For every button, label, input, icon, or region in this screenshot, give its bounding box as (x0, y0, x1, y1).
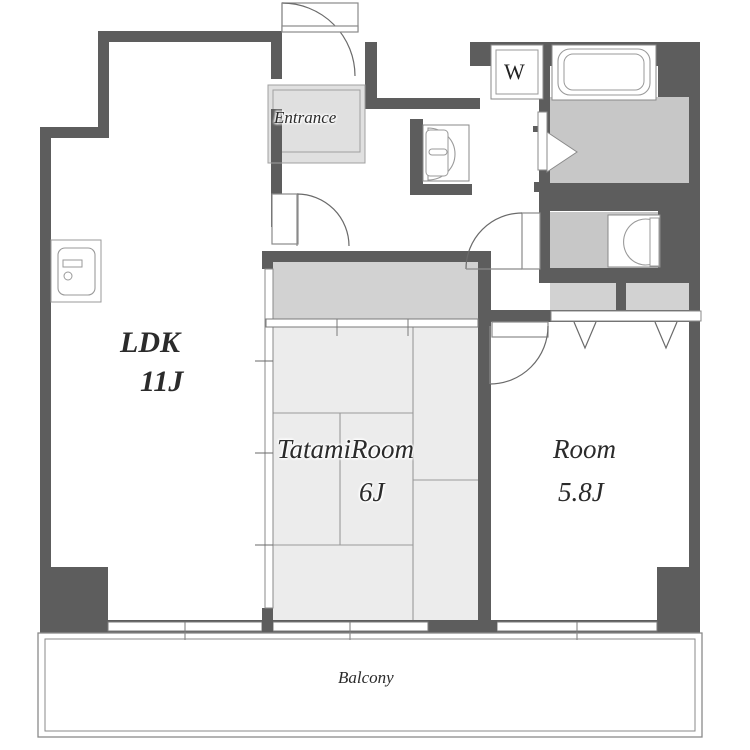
toilet (607, 214, 661, 268)
bath-door-arrow (537, 111, 578, 173)
washing-machine-space (490, 44, 544, 100)
closet-folding-doors (550, 310, 702, 349)
closet-fills (266, 261, 700, 321)
tatami-mat-fills (268, 325, 478, 620)
room-label-entrance: Entrance (274, 108, 337, 127)
room-size-ldk: 11J (140, 365, 184, 398)
tatami-closet-doors (265, 318, 479, 336)
kitchen-sink (50, 239, 102, 303)
room-label-room: Room (553, 434, 616, 464)
room-label-ldk: LDK (120, 326, 180, 359)
bathtub (551, 44, 657, 101)
window-sills (107, 620, 658, 640)
room-label-tatami: TatamiRoom (277, 434, 415, 464)
room-size-tatami: 6J (359, 477, 385, 507)
room-size-room: 5.8J (558, 477, 604, 507)
entrance-fill (268, 85, 365, 163)
balcony-outline (37, 632, 703, 738)
room-label-balcony: Balcony (338, 668, 394, 687)
sliding-doors-tatami (255, 268, 274, 609)
washing-machine-label: W (504, 59, 525, 84)
door-swings (271, 2, 549, 385)
entrance-step (267, 84, 366, 164)
wash-basin (422, 124, 470, 182)
